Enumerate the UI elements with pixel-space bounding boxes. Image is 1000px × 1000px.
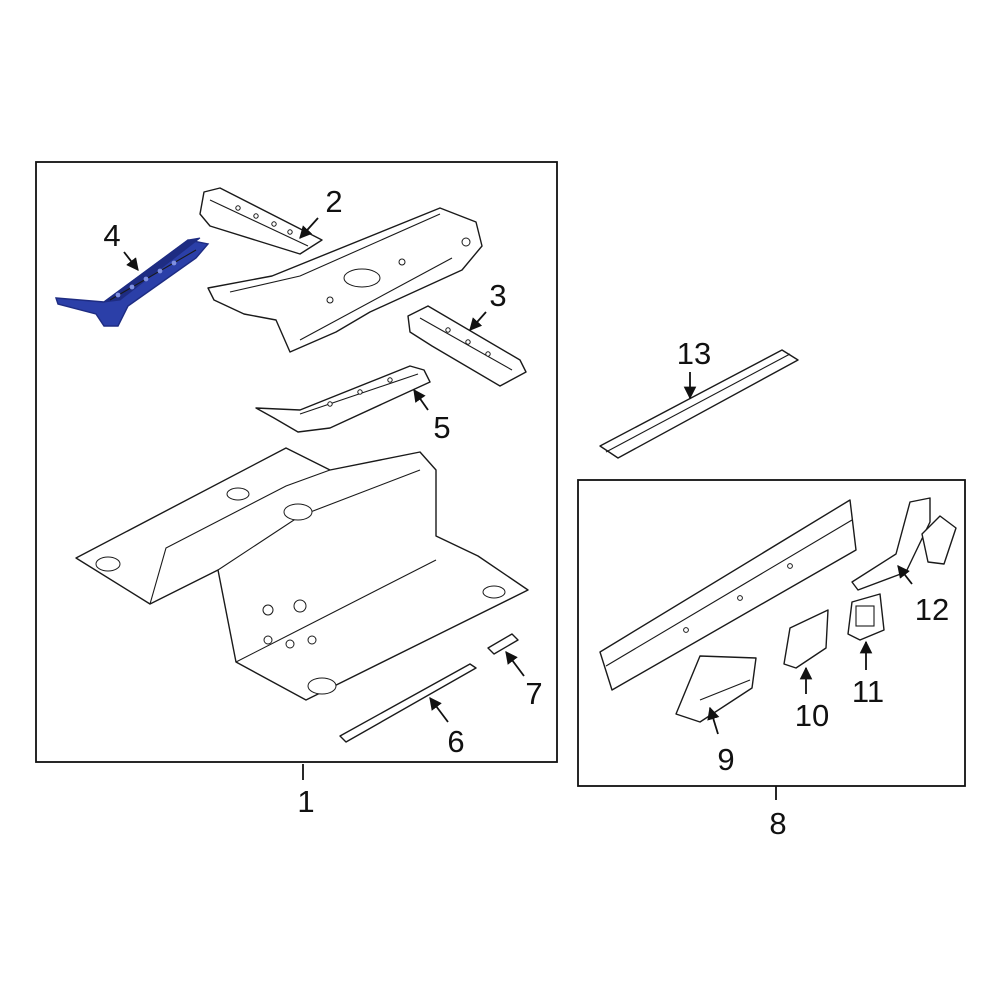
callout-3: 3 [489, 278, 506, 313]
part-2[interactable] [199, 187, 323, 255]
callout-8: 8 [769, 806, 786, 841]
callout-9: 9 [717, 742, 734, 777]
part-12[interactable] [851, 497, 957, 591]
group-box-8 [577, 479, 966, 787]
part-9[interactable] [675, 655, 757, 723]
part-3[interactable] [407, 305, 527, 387]
callout-13: 13 [677, 336, 711, 371]
callout-11: 11 [852, 674, 884, 709]
floor-tunnel-member [207, 207, 483, 353]
callout-2: 2 [325, 184, 342, 219]
group-box-1 [35, 161, 558, 763]
part-8-rail[interactable] [599, 499, 857, 691]
part-4-highlighted[interactable] [55, 237, 210, 327]
floor-pan [75, 447, 529, 701]
callout-1: 1 [297, 784, 314, 819]
callout-10: 10 [795, 698, 829, 733]
callout-4: 4 [103, 218, 120, 253]
callout-6: 6 [447, 724, 464, 759]
part-11[interactable] [847, 593, 885, 641]
part-13[interactable] [599, 349, 799, 459]
callout-5: 5 [433, 410, 450, 445]
part-5[interactable] [255, 365, 431, 433]
part-10[interactable] [783, 609, 829, 669]
callout-7: 7 [525, 676, 542, 711]
part-6[interactable] [339, 663, 477, 743]
part-7[interactable] [487, 633, 519, 655]
callout-12: 12 [915, 592, 949, 627]
